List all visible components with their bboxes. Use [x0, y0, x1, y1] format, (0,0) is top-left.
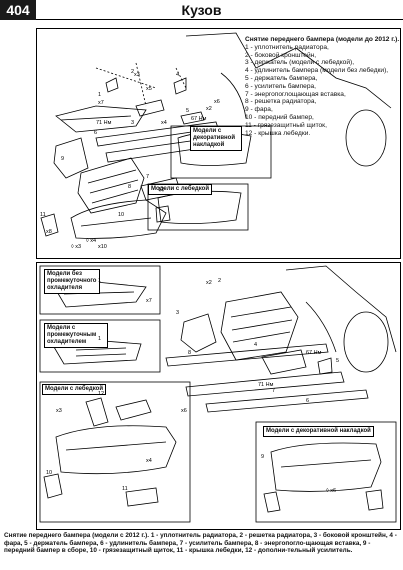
top-caption-item: 6 - усилитель бампера, — [245, 82, 316, 90]
top-caption-item: 3 - держатель (модели с лебедкой), — [245, 59, 355, 67]
callout-9-bottom: 9 — [261, 454, 264, 460]
callout-x6-bottom: x6 — [181, 408, 187, 414]
callout-4: 4 — [176, 72, 179, 78]
callout-x4-bottom: x4 — [146, 458, 152, 464]
callout-10: 10 — [118, 212, 124, 218]
bottom-caption: Снятие переднего бампера (модели с 2012 … — [4, 532, 397, 555]
callout-x6: x6 — [214, 99, 220, 105]
top-caption-item: 8 - решетка радиатора, — [245, 98, 317, 106]
callout-1b-bottom: 1 — [98, 336, 101, 342]
top-caption-item: 12 - крышка лебедки. — [245, 129, 311, 137]
bottom-inset-winch-label: Модели с лебедкой — [42, 384, 107, 395]
bottom-diagram-drawing — [39, 265, 397, 523]
callout-5-bottom: 5 — [336, 358, 339, 364]
callout-8-bottom: 8 — [188, 350, 191, 356]
callout-x2-bottom: x2 — [206, 280, 212, 286]
torque-67-top: 67 Нм — [191, 116, 207, 122]
callout-6: 6 — [94, 130, 97, 136]
page-header: 404 Кузов — [0, 0, 403, 22]
top-caption-item: 2 - боковой кронштейн, — [245, 51, 317, 59]
bottom-inset-decor-label: Модели с декоративной накладкой — [263, 426, 374, 437]
header-rule — [36, 19, 403, 20]
callout-1: 1 — [98, 92, 101, 98]
callout-9: 9 — [61, 156, 64, 162]
top-callouts: 1 2 3 4 5 6 7 8 9 10 11 12 x2 x3 x4 x5 x… — [40, 69, 220, 250]
top-inset-decor-label: Модели с декоративной накладкой — [190, 126, 242, 151]
top-caption-item: 10 - передний бампер, — [245, 113, 314, 121]
top-caption-item: 11 - грязезащитный щиток, — [245, 121, 327, 129]
callout-12-bottom: 12 — [98, 391, 104, 397]
callout-dx6-bottom: ◊ x6 — [326, 488, 336, 494]
callout-6-bottom: 6 — [306, 398, 309, 404]
top-caption-item: 5 - держатель бампера, — [245, 74, 318, 82]
top-caption: Снятие переднего бампера (модели до 2012… — [245, 36, 401, 137]
torque-67-bottom: 67 Нм — [306, 350, 322, 356]
top-caption-item: 7 - энергопоглощающая вставка, — [245, 90, 346, 98]
bottom-callouts: 1 1 2 3 4 5 6 7 8 9 10 11 12 x2 x3 x4 x7… — [46, 278, 339, 494]
callout-x7-bottom: x7 — [146, 298, 152, 304]
callout-x8: x8 — [46, 229, 52, 235]
torque-71-top: 71 Нм — [96, 120, 112, 126]
callout-5: 5 — [186, 108, 189, 114]
top-inset-winch-label: Модели с лебедкой — [148, 184, 213, 195]
callout-x10: x10 — [98, 244, 107, 250]
callout-11-bottom: 11 — [122, 486, 128, 492]
callout-8: 8 — [128, 184, 131, 190]
callout-x3-a: x3 — [134, 72, 140, 78]
top-caption-item: 1 - уплотнитель радиатора, — [245, 43, 329, 51]
callout-x3-bottom: x3 — [56, 408, 62, 414]
page-title: Кузов — [181, 2, 222, 18]
top-caption-item: 9 - фара, — [245, 106, 273, 114]
callout-x2-a: x2 — [206, 106, 212, 112]
callout-x7: x7 — [98, 100, 104, 106]
callout-3-bottom: 3 — [176, 310, 179, 316]
callout-4-bottom: 4 — [254, 342, 257, 348]
callout-7: 7 — [146, 174, 149, 180]
callout-2-bottom: 2 — [218, 278, 221, 284]
bottom-inset-cooler-label: Модели с промежуточным охладителем — [44, 323, 108, 348]
page-number: 404 — [0, 0, 36, 20]
callout-3: 3 — [131, 120, 134, 126]
callout-11: 11 — [40, 212, 46, 218]
top-caption-item: 4 - удлинитель бампера (модели без лебед… — [245, 67, 389, 75]
bottom-inset-no-cooler-label: Модели без промежуточного охладителя — [44, 269, 100, 294]
callout-dx4: ◊ x4 — [86, 238, 96, 244]
callout-7-bottom: 7 — [272, 388, 275, 394]
callout-12: 12 — [158, 187, 164, 193]
callout-dx3: ◊ x3 — [71, 244, 81, 250]
bottom-diagram-panel — [36, 262, 401, 530]
top-caption-title: Снятие переднего бампера (модели до 2012… — [245, 36, 400, 43]
callout-x5: x5 — [146, 86, 152, 92]
callout-10-bottom: 10 — [46, 470, 52, 476]
callout-x4-a: x4 — [161, 120, 167, 126]
torque-71-bottom: 71 Нм — [258, 382, 274, 388]
callout-1-bottom: 1 — [98, 278, 101, 284]
callout-2: 2 — [131, 69, 134, 75]
